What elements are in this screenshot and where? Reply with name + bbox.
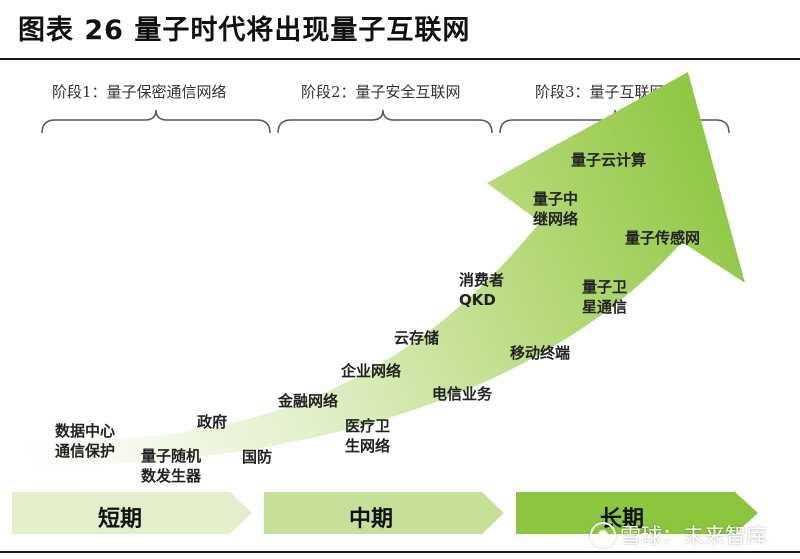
stage-braces — [41, 109, 730, 134]
node-defense: 国防 — [242, 448, 273, 466]
bottom-rule — [0, 551, 800, 553]
node-cloud-storage: 云存储 — [394, 329, 440, 347]
short-term-band — [12, 492, 252, 534]
mid-term-label: 中期 — [349, 507, 394, 532]
stage-3-label: 阶段3：量子互联网 — [535, 83, 665, 101]
node-government: 政府 — [197, 413, 228, 431]
stage-2-brace — [277, 109, 493, 134]
watermark: 雪球：未来智库 — [590, 520, 767, 550]
growth-arrow — [20, 72, 745, 466]
node-telecom: 电信业务 — [432, 385, 493, 403]
short-term-label: 短期 — [98, 507, 143, 532]
node-enterprise: 企业网络 — [341, 362, 402, 380]
node-qrng: 量子随机数发生器 — [141, 447, 202, 485]
node-medical: 医疗卫生网络 — [345, 417, 391, 455]
node-relay: 量子中继网络 — [533, 190, 579, 228]
mid-term-band — [264, 492, 504, 534]
top-rule — [0, 58, 800, 60]
node-satellite: 量子卫星通信 — [582, 278, 628, 316]
snowball-icon — [590, 522, 616, 548]
node-cloud-compute: 量子云计算 — [571, 151, 647, 169]
node-mobile: 移动终端 — [510, 344, 571, 362]
watermark-text: 雪球：未来智库 — [620, 524, 767, 548]
node-sensor-net: 量子传感网 — [625, 229, 701, 247]
arrow-body — [20, 72, 745, 466]
stage-1-label: 阶段1：量子保密通信网络 — [52, 83, 227, 101]
stage-3-brace — [499, 109, 730, 134]
stage-1-brace — [41, 109, 271, 134]
long-term-band — [516, 492, 758, 534]
node-data-center: 数据中心通信保护 — [55, 422, 116, 460]
node-financial: 金融网络 — [278, 392, 339, 410]
page-title: 图表 26 量子时代将出现量子互联网 — [18, 15, 471, 46]
stage-2-label: 阶段2：量子安全互联网 — [301, 83, 461, 101]
